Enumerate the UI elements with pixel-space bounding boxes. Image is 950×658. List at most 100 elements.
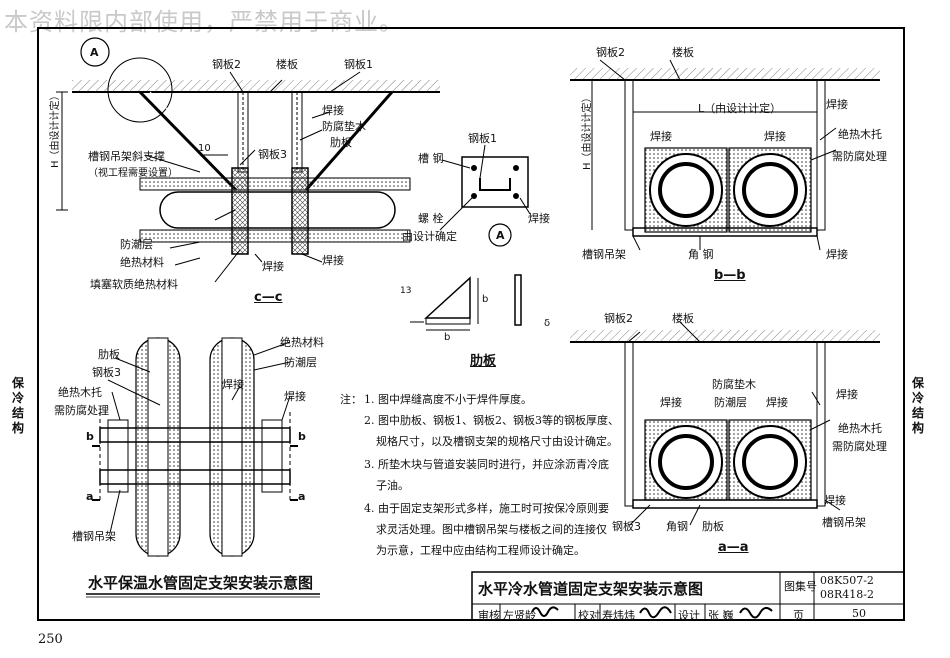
label-plan-steel-plate-3: 钢板3 — [92, 366, 121, 379]
label-plan-wood-support: 绝热木托 — [58, 386, 102, 399]
label-plan-weld-1: 焊接 — [222, 378, 244, 391]
plate-1 — [461, 156, 529, 208]
label-plan-needs-anticorrosion: 需防腐处理 — [54, 404, 109, 417]
label-aa-steel-plate-2: 钢板2 — [604, 312, 633, 325]
rib-side — [514, 274, 522, 326]
label-bb-weld-1: 焊接 — [826, 98, 848, 111]
label-aa-steel-plate-3: 钢板3 — [612, 520, 641, 533]
label-bb-weld-4: 焊接 — [826, 248, 848, 261]
note-line: 规格尺寸，以及槽钢支架的规格尺寸由设计确定。 — [376, 435, 618, 448]
plan-view — [92, 337, 298, 557]
section-cc — [56, 37, 440, 283]
insulation-top — [139, 177, 411, 191]
detail-a-letter-2: A — [496, 229, 505, 242]
rib-diagram — [410, 274, 522, 331]
label-bb-steel-plate-2: 钢板2 — [596, 46, 625, 59]
watermark: 本资料限内部使用，严禁用于商业。 — [4, 8, 404, 36]
label-rib-b-vertical: b — [482, 294, 489, 305]
checker-name: 寿炜炜 — [602, 609, 635, 622]
bb-hanger-right — [816, 79, 826, 231]
note-line: 1. 图中焊缝高度不小于焊件厚度。 — [364, 393, 532, 406]
ceiling-hatch — [72, 80, 440, 92]
label-aa-angle-steel: 角钢 — [666, 520, 688, 533]
review-label: 审核 — [478, 609, 500, 622]
section-label-rib: 肋板 — [470, 354, 497, 369]
note-line: 3. 所垫木块与管道安装同时进行，并应涂沥青冷底 — [364, 458, 609, 471]
rib-left — [231, 167, 249, 255]
label-channel: 槽 钢 — [418, 152, 444, 165]
label-bb-channel-hanger: 槽钢吊架 — [582, 248, 626, 261]
sheet-border — [37, 27, 905, 621]
label-plan-rib-plate: 肋板 — [98, 348, 120, 361]
label-detail-plate-1: 钢板1 — [468, 132, 497, 145]
page-value: 50 — [852, 607, 866, 620]
side-tab-left: 保冷结构 — [11, 376, 24, 435]
label-aa-needs-anticorrosion: 需防腐处理 — [832, 440, 887, 453]
label-bb-needs-anticorrosion: 需防腐处理 — [832, 150, 887, 163]
insulation-bottom — [139, 229, 411, 243]
label-weld-1: 焊接 — [322, 104, 344, 117]
label-bb-floor-slab: 楼板 — [672, 46, 694, 59]
label-l-dimension: L（由设计计定） — [698, 102, 782, 115]
label-h-dimension: H（由设计计定） — [50, 90, 61, 168]
label-plan-section-a-left: a — [86, 490, 94, 503]
label-bb-weld-3: 焊接 — [764, 130, 786, 143]
label-aa-anticorrosion-pad: 防腐垫木 — [712, 378, 756, 391]
title-block-title: 水平冷水管道固定支架安装示意图 — [478, 580, 704, 598]
note-line: 为示意，工程中应由结构工程师设计确定。 — [376, 544, 585, 557]
label-plan-weld-2: 焊接 — [284, 390, 306, 403]
label-aa-weld-2: 焊接 — [660, 396, 682, 409]
detail-a-callout — [107, 57, 173, 123]
label-insulation-material: 绝热材料 — [120, 256, 164, 269]
detail-a-circle — [488, 223, 512, 247]
label-rib-delta: δ — [544, 318, 551, 329]
notes-heading: 注： — [340, 393, 362, 406]
side-tab-right: 保冷结构 — [911, 376, 924, 435]
label-moisture-layer: 防潮层 — [120, 238, 153, 251]
label-aa-wood-support: 绝热木托 — [838, 422, 882, 435]
label-plan-section-a-right: a — [298, 490, 306, 503]
section-label-aa: a—a — [718, 540, 749, 555]
label-aa-weld-3: 焊接 — [766, 396, 788, 409]
rib-triangle — [424, 276, 471, 319]
detail-a-symbol — [80, 37, 110, 67]
label-detail-weld: 焊接 — [528, 212, 550, 225]
signature-3 — [739, 607, 773, 619]
section-aa — [570, 321, 880, 526]
section-label-bb: b—b — [714, 268, 746, 283]
signature-1 — [531, 606, 559, 617]
rib-right — [291, 167, 309, 255]
label-fill-soft-insulation: 填塞软质绝热材料 — [90, 278, 178, 291]
bb-hanger-left — [624, 79, 634, 231]
note-line: 4. 由于固定支架形式多样，施工时可按保冷原则要 — [364, 502, 609, 515]
label-floor-slab: 楼板 — [276, 58, 298, 71]
designer-name: 张 巍 — [708, 609, 734, 622]
label-steel-plate-1: 钢板1 — [344, 58, 373, 71]
label-steel-plate-2: 钢板2 — [212, 58, 241, 71]
page-number: 250 — [38, 632, 63, 647]
label-diag-brace-note: （视工程需要设置） — [88, 168, 178, 179]
check-label: 校对 — [578, 609, 600, 622]
detail-a-letter: A — [90, 46, 99, 59]
label-rib-b-horizontal: b — [444, 332, 451, 343]
label-aa-weld-4: 焊接 — [824, 494, 846, 507]
label-aa-weld-1: 焊接 — [836, 388, 858, 401]
label-aa-channel-hanger: 槽钢吊架 — [822, 516, 866, 529]
label-by-design: 由设计确定 — [402, 230, 457, 243]
sheet-title: 水平保温水管固定支架安装示意图 — [88, 574, 314, 592]
atlas-number-1: 08K507-2 — [820, 574, 874, 587]
design-label: 设计 — [678, 609, 700, 622]
label-aa-moisture-layer: 防潮层 — [714, 396, 747, 409]
label-plan-section-b-left: b — [86, 430, 94, 443]
label-plan-section-b-right: b — [298, 430, 306, 443]
label-channel-diag-brace: 槽钢吊架斜支撑 — [88, 150, 165, 163]
atlas-number-2: 08R418-2 — [820, 588, 874, 601]
label-weld-3: 焊接 — [322, 254, 344, 267]
label-steel-plate-3: 钢板3 — [258, 148, 287, 161]
atlas-label: 图集号 — [784, 580, 817, 593]
diag-brace-right — [304, 91, 394, 191]
title-block-grid — [471, 571, 905, 621]
pipe-cc — [159, 191, 396, 229]
label-plan-channel-hanger: 槽钢吊架 — [72, 530, 116, 543]
label-anticorrosion-pad: 防腐垫木 — [322, 120, 366, 133]
